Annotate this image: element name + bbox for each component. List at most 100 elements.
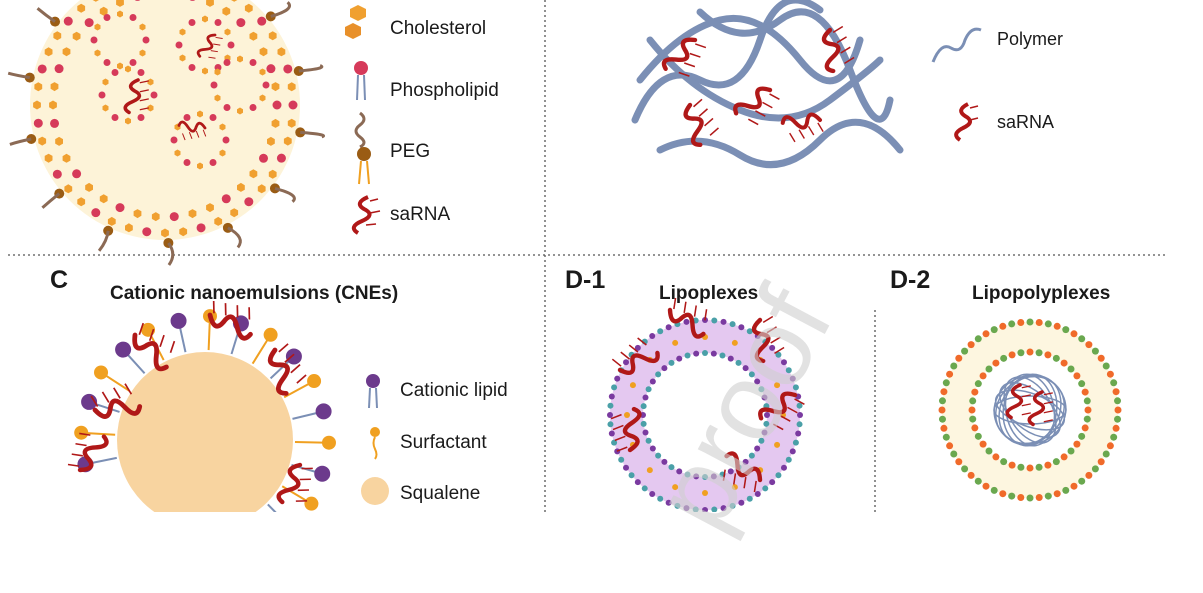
lipid-head: [946, 442, 954, 450]
diagram-canvas: [7, 0, 1168, 512]
sarna: [733, 86, 780, 126]
sarna-base: [212, 301, 215, 314]
sarna-base: [743, 477, 747, 489]
sarna-base: [794, 398, 805, 406]
cholesterol-unit: [259, 68, 266, 76]
lipid-head: [797, 412, 803, 418]
sarna-base: [755, 110, 766, 117]
polymer-chain: [656, 118, 904, 169]
lipid-head: [711, 506, 718, 512]
lipid-head: [1114, 406, 1122, 414]
lipid-head: [188, 64, 196, 72]
lipid-head: [1112, 388, 1120, 396]
squalene-icon: [361, 477, 389, 505]
cholesterol-unit: [179, 227, 188, 237]
lipid-head: [668, 359, 675, 366]
lipid-head: [614, 375, 621, 382]
cholesterol-unit: [161, 228, 169, 238]
lipid-head: [674, 502, 681, 509]
lipid-head: [266, 64, 276, 74]
lipid-head: [676, 355, 683, 362]
legend-surfactant: Surfactant: [400, 432, 487, 453]
surfactant-head: [321, 435, 336, 450]
lipid-head: [1083, 397, 1091, 405]
lipid-head: [210, 81, 218, 89]
peg-head: [293, 66, 304, 77]
lipid-head: [1106, 370, 1114, 378]
surfactant-head: [74, 425, 89, 440]
lipid-head: [742, 458, 749, 465]
sarna-strand: [758, 391, 798, 421]
lipid-head: [1083, 415, 1091, 423]
aqueous-core: [643, 353, 767, 477]
cholesterol-unit: [34, 82, 43, 92]
sarna-base: [1021, 394, 1031, 398]
cholesterol-unit: [267, 136, 275, 146]
lipid-head: [649, 333, 656, 340]
lipid-head: [244, 197, 254, 207]
helper-lipid: [624, 412, 630, 418]
lipid-head: [780, 359, 787, 366]
lipid-head: [1078, 335, 1086, 343]
sarna-base: [766, 326, 777, 334]
sarna-strand: [276, 462, 303, 505]
cholesterol-unit: [116, 0, 124, 7]
lipid-head: [990, 486, 998, 494]
lipid-head: [227, 41, 235, 49]
lipid-head: [189, 0, 196, 1]
lipid-head: [209, 113, 217, 121]
sarna-base: [683, 301, 687, 313]
sarna-base: [832, 25, 844, 34]
lipid-head: [985, 365, 993, 373]
sarna-base: [807, 125, 815, 136]
helper-lipid: [731, 484, 738, 491]
sarna-base: [704, 117, 714, 127]
lipid-head: [762, 485, 769, 492]
lipid-head: [142, 36, 150, 44]
lipid-head: [259, 153, 269, 163]
sarna-base: [139, 89, 149, 93]
lipid-head: [1084, 406, 1092, 414]
lipid-head: [754, 378, 761, 385]
lipid-head: [1008, 351, 1016, 359]
lipid-head: [769, 344, 776, 351]
sarna-base: [278, 343, 289, 353]
cholesterol-unit: [62, 153, 71, 163]
lipid-head: [961, 347, 969, 355]
legend-squalene: Squalene: [400, 483, 481, 504]
lipid-head: [607, 402, 614, 409]
sarna-base: [290, 363, 301, 374]
sarna-base: [299, 478, 311, 481]
lipid-head: [1017, 349, 1025, 357]
legend-phospholipid: Phospholipid: [390, 80, 499, 101]
helper-lipid: [774, 382, 781, 389]
legend-polymer: Polymer: [997, 29, 1064, 49]
lipid-head: [611, 384, 618, 391]
sarna: [751, 315, 785, 364]
sarna-base: [148, 328, 155, 341]
cholesterol-unit: [188, 209, 197, 219]
sarna: [610, 406, 642, 453]
lipid-head: [748, 452, 755, 459]
lipid-head: [789, 448, 796, 455]
cholesterol-unit: [33, 100, 41, 110]
lipid-head: [796, 402, 803, 409]
lipid-head: [1035, 349, 1043, 357]
sarna: [196, 33, 223, 59]
peg-head: [269, 183, 280, 194]
polymer-chain: [636, 14, 864, 85]
legend-sarna: saRNA: [390, 204, 451, 225]
lipid-head: [665, 324, 672, 331]
lipid-head: [665, 499, 672, 506]
sarna-base: [71, 453, 83, 457]
cholesterol-unit: [107, 216, 116, 226]
lipid-head: [999, 490, 1007, 498]
sarna-base: [762, 101, 773, 109]
lipid-head: [628, 472, 635, 479]
lipid-head: [1026, 318, 1034, 326]
lipid-head: [967, 341, 975, 349]
cholesterol-unit: [102, 104, 109, 112]
cholesterol-unit: [222, 6, 231, 16]
sarna-strand: [821, 27, 841, 74]
lipid-head: [129, 13, 137, 21]
